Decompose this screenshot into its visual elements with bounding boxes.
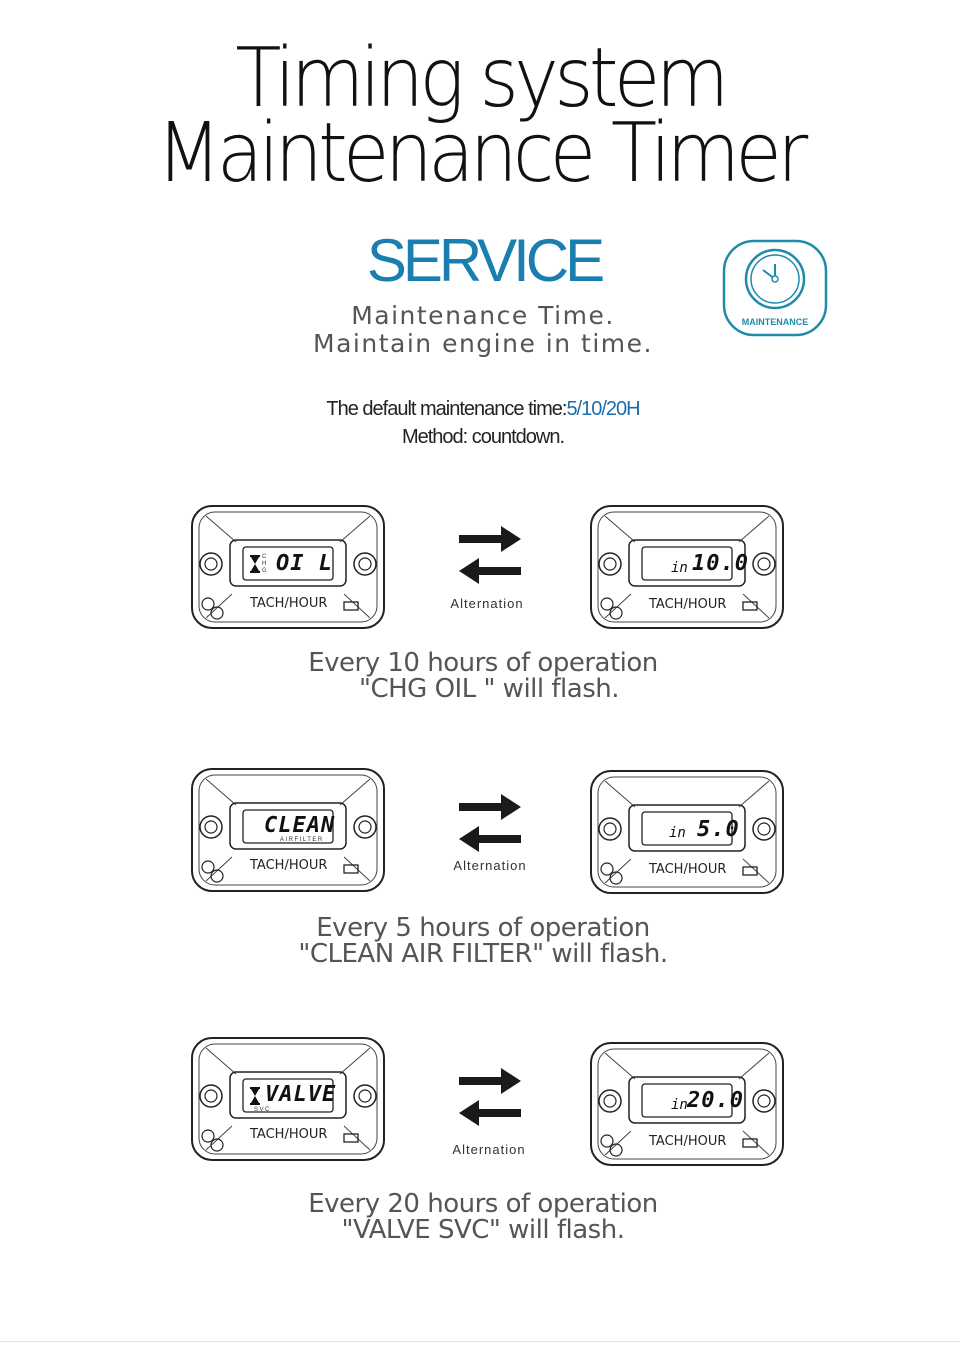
lcd-prefix: in (671, 1097, 688, 1113)
model-label: TACH/HOUR (250, 596, 328, 611)
caption-line-2: "VALVE SVC" will flash. (341, 1215, 625, 1245)
gauge-left-3: VALVE SVC TACH/HOUR (190, 1036, 386, 1167)
service-sub-line-2: Maintain engine in time. (313, 329, 653, 358)
default-time-prefix: The default maintenance time: (326, 398, 567, 420)
caption-line-2: "CHG OIL " will flash. (359, 674, 619, 704)
gauge-right-2: in 5.0 TACH/HOUR (589, 769, 785, 900)
caption-line-2: "CLEAN AIR FILTER" will flash. (298, 939, 668, 969)
lcd-sub-label: AIRFILTER (280, 837, 324, 843)
method-line: Method: countdown. (401, 426, 565, 448)
gauge-body (191, 768, 385, 892)
lcd-prefix: in (669, 825, 686, 841)
alternation-label: Alternation (452, 1142, 526, 1157)
gauge-body (191, 1037, 385, 1161)
caption-line-1: Every 20 hours of operation (308, 1189, 658, 1219)
model-label: TACH/HOUR (649, 1134, 727, 1149)
default-time-value: 5/10/20H (566, 398, 640, 420)
model-label: TACH/HOUR (250, 1127, 328, 1142)
lcd-countdown: 10.0 (692, 551, 749, 576)
caption-line-1: Every 10 hours of operation (308, 648, 658, 678)
gauge-left-2: CLEAN AIRFILTER TACH/HOUR (190, 767, 386, 898)
title-line-2: Maintenance Timer (156, 106, 808, 201)
alternation-label: Alternation (453, 858, 527, 873)
lcd-side-label: CHG (262, 554, 267, 574)
alternation-arrows-icon (459, 1068, 521, 1126)
alternation-arrows-icon (459, 794, 521, 852)
gauge-body (590, 505, 784, 629)
model-label: TACH/HOUR (250, 858, 328, 873)
lcd-prefix: in (671, 560, 688, 576)
model-label: TACH/HOUR (649, 597, 727, 612)
caption-line-1: Every 5 hours of operation (316, 913, 650, 943)
gauge-body (590, 1042, 784, 1166)
clock-icon (722, 239, 828, 337)
lcd-message: OI L (276, 551, 333, 576)
badge-label: MAINTENANCE (741, 317, 809, 327)
gauge-right-3: in 20.0 TACH/HOUR (589, 1041, 785, 1172)
service-sub-line-1: Maintenance Time. (351, 301, 615, 330)
lcd-message: VALVE (265, 1082, 337, 1107)
lcd-message: CLEAN (264, 813, 336, 838)
model-label: TACH/HOUR (649, 862, 727, 877)
gauge-left-1: CHG OI L TACH/HOUR (190, 504, 386, 635)
alternation-label: Alternation (450, 596, 524, 611)
gauge-body (191, 505, 385, 629)
title-line-1: Timing system (235, 31, 729, 126)
lcd-countdown: 20.0 (687, 1088, 744, 1113)
lcd-sub-label: SVC (254, 1107, 271, 1113)
maintenance-badge: MAINTENANCE (722, 239, 828, 337)
gauge-right-1: in 10.0 TACH/HOUR (589, 504, 785, 635)
alternation-arrows-icon (459, 526, 521, 584)
service-heading: SERVICE (366, 227, 605, 294)
default-time-line: The default maintenance time:5/10/20H (0, 399, 960, 419)
gauge-body (590, 770, 784, 894)
bottom-divider (0, 1341, 960, 1342)
lcd-countdown: 5.0 (697, 817, 740, 842)
hourglass-icon (250, 555, 260, 573)
hourglass-icon (250, 1087, 260, 1105)
